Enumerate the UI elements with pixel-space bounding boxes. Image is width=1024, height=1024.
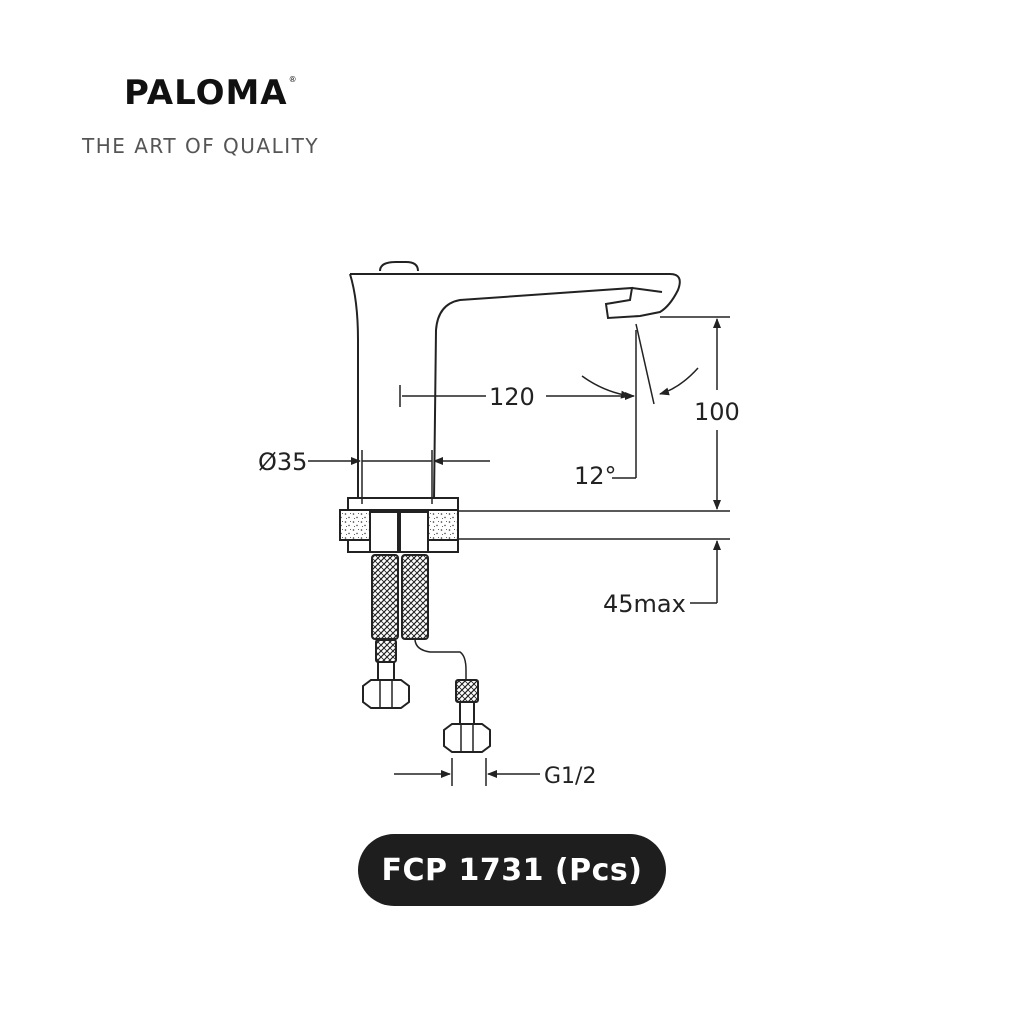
dimension-deck-thickness: [690, 540, 721, 604]
dimension-thread: [394, 758, 540, 786]
dimension-spout-reach: [399, 385, 635, 407]
product-code-badge: FCP 1731 (Pcs): [358, 834, 666, 906]
dimension-angle-label: 12°: [574, 462, 617, 490]
dimension-height: [660, 316, 730, 510]
registered-mark: ®: [288, 75, 298, 84]
brand-logo: PALOMA®: [124, 73, 298, 113]
dimension-base-diameter-label: Ø35: [258, 448, 307, 476]
supply-hoses: [362, 554, 491, 753]
dimension-angle: [581, 323, 699, 479]
product-code: FCP 1731 (Pcs): [381, 852, 643, 888]
dimension-base-diameter: [308, 450, 490, 504]
deck-mount: [339, 497, 730, 553]
brand-tagline: THE ART OF QUALITY: [82, 134, 320, 158]
dimension-height-label: 100: [694, 398, 740, 426]
faucet-body: [349, 261, 681, 501]
dimension-thread-label: G1/2: [544, 764, 596, 789]
dimension-deck-thickness-label: 45max: [603, 590, 686, 618]
dimension-spout-reach-label: 120: [489, 383, 535, 411]
brand-name: PALOMA: [124, 73, 288, 113]
